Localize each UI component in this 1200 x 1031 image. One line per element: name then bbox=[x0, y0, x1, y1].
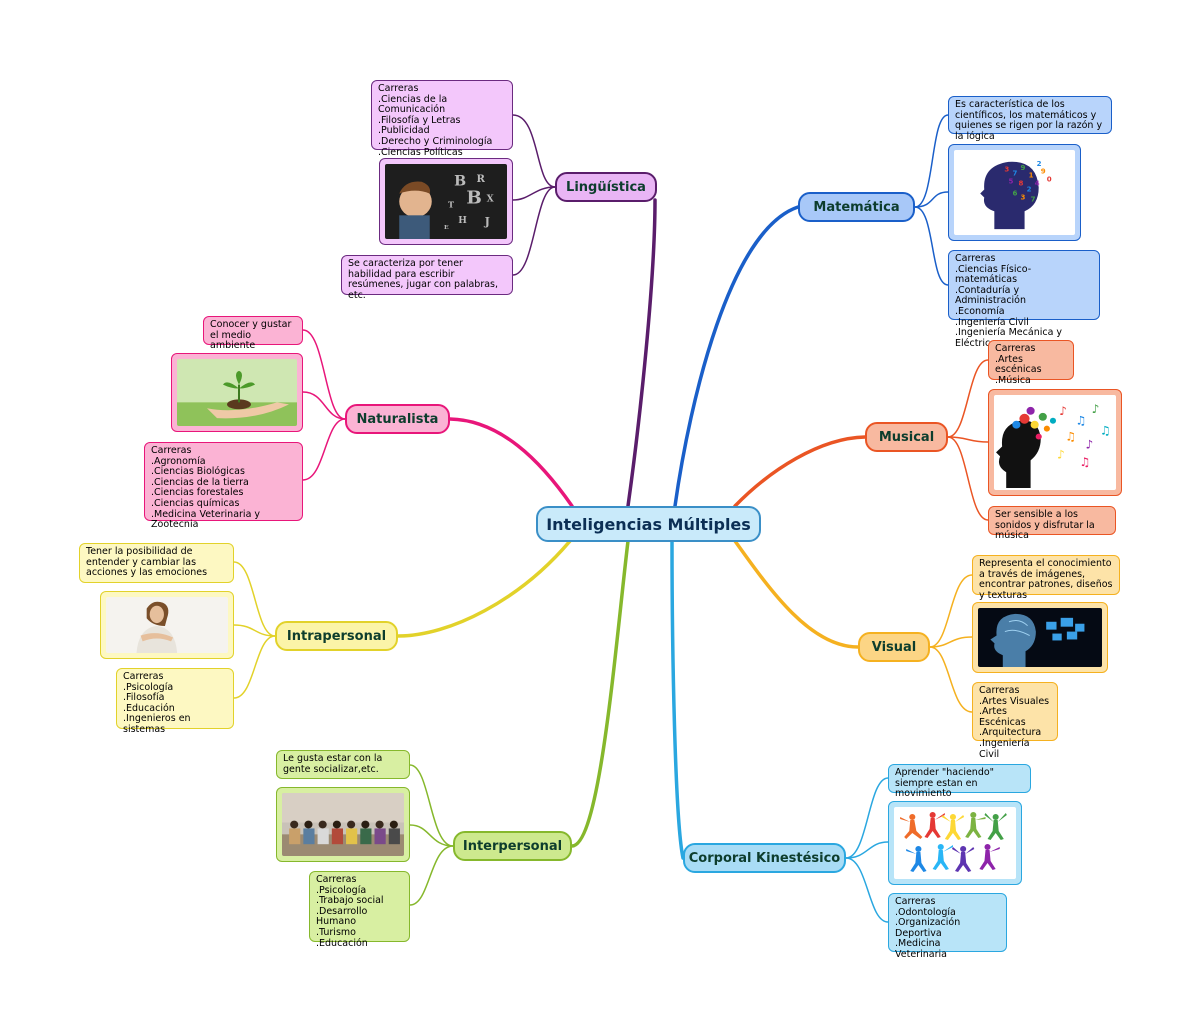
interpersonal-image-box bbox=[276, 787, 410, 862]
svg-text:♪: ♪ bbox=[1059, 404, 1067, 418]
central-topic[interactable]: Inteligencias Múltiples bbox=[536, 506, 761, 542]
visual-image-box bbox=[972, 602, 1108, 673]
musical-image-box: ♪♫ ♪♫ ♪♫ ♪♫ bbox=[988, 389, 1122, 496]
topic-linguistica[interactable]: Lingüística bbox=[555, 172, 657, 202]
svg-text:8: 8 bbox=[1019, 180, 1024, 188]
svg-text:0: 0 bbox=[1047, 176, 1052, 184]
woman-hugging-herself-image bbox=[106, 597, 228, 653]
topic-kinestesico[interactable]: Corporal Kinestésico bbox=[683, 843, 846, 873]
linguistica-carreras: Carreras .Ciencias de la Comunicación .F… bbox=[371, 80, 513, 157]
svg-text:7: 7 bbox=[1012, 170, 1017, 178]
linguistica-description: Se caracteriza por tener habilidad para … bbox=[341, 255, 513, 301]
musical-carreras: Carreras .Artes escénicas .Música bbox=[988, 340, 1074, 386]
svg-text:9: 9 bbox=[1041, 168, 1046, 176]
svg-text:♫: ♫ bbox=[1079, 455, 1090, 469]
svg-text:B: B bbox=[454, 174, 466, 190]
branch-line-visual bbox=[733, 539, 860, 649]
topic-musical[interactable]: Musical bbox=[865, 422, 948, 452]
svg-text:♪: ♪ bbox=[1057, 447, 1065, 461]
topic-interpersonal[interactable]: Interpersonal bbox=[453, 831, 572, 861]
branch-line-kinestesico bbox=[670, 539, 685, 860]
musical-description: Ser sensible a los sonidos y disfrutar l… bbox=[988, 506, 1116, 541]
svg-text:B: B bbox=[466, 188, 481, 209]
kinestesico-image-box bbox=[888, 801, 1022, 885]
svg-text:1: 1 bbox=[1029, 172, 1034, 180]
svg-text:♪: ♪ bbox=[1092, 402, 1100, 416]
branch-line-musical bbox=[733, 435, 867, 508]
matematica-carreras: Carreras .Ciencias Físico-matemáticas .C… bbox=[948, 250, 1100, 349]
kinestesico-carreras: Carreras .Odontología .Organización Depo… bbox=[888, 893, 1007, 960]
interpersonal-description: Le gusta estar con la gente socializar,e… bbox=[276, 750, 410, 779]
svg-text:7: 7 bbox=[1031, 195, 1036, 203]
svg-text:9: 9 bbox=[1021, 164, 1026, 172]
branch-line-intrapersonal bbox=[396, 539, 572, 638]
visual-description: Representa el conocimiento a través de i… bbox=[972, 555, 1120, 601]
naturalista-image-box bbox=[171, 353, 303, 432]
digital-head-image bbox=[978, 608, 1102, 667]
kinestesico-description: Aprender "haciendo" siempre estan en mov… bbox=[888, 764, 1031, 799]
svg-text:J: J bbox=[484, 215, 490, 228]
svg-text:X: X bbox=[487, 195, 494, 205]
intrapersonal-image-box bbox=[100, 591, 234, 659]
dancing-silhouettes-image bbox=[894, 807, 1016, 879]
svg-text:3: 3 bbox=[1004, 166, 1009, 174]
hand-holding-plant-image bbox=[177, 359, 297, 426]
svg-text:R: R bbox=[477, 174, 486, 185]
topic-visual[interactable]: Visual bbox=[858, 632, 930, 662]
interpersonal-carreras: Carreras .Psicología .Trabajo social .De… bbox=[309, 871, 410, 948]
branch-line-linguistica bbox=[626, 198, 657, 508]
svg-text:♪: ♪ bbox=[1086, 438, 1094, 452]
svg-text:H: H bbox=[458, 216, 467, 226]
topic-naturalista[interactable]: Naturalista bbox=[345, 404, 450, 434]
visual-carreras: Carreras .Artes Visuales .Artes Escénica… bbox=[972, 682, 1058, 759]
matematica-description: Es característica de los científicos, lo… bbox=[948, 96, 1112, 142]
svg-text:6: 6 bbox=[1012, 190, 1017, 198]
topic-matematica[interactable]: Matemática bbox=[798, 192, 915, 222]
naturalista-carreras: Carreras .Agronomía .Ciencias Biológicas… bbox=[144, 442, 303, 530]
group-of-friends-image bbox=[282, 793, 404, 856]
svg-text:4: 4 bbox=[1035, 180, 1040, 188]
svg-text:♫: ♫ bbox=[1100, 424, 1111, 438]
head-with-music-notes-image: ♪♫ ♪♫ ♪♫ ♪♫ bbox=[994, 395, 1116, 490]
intrapersonal-carreras: Carreras .Psicología .Filosofía .Educaci… bbox=[116, 668, 234, 735]
svg-text:♫: ♫ bbox=[1065, 430, 1076, 444]
svg-text:T: T bbox=[448, 200, 454, 210]
intrapersonal-description: Tener la posibilidad de entender y cambi… bbox=[79, 543, 234, 583]
svg-text:2: 2 bbox=[1027, 186, 1032, 194]
branch-line-matematica bbox=[673, 205, 800, 508]
svg-text:E: E bbox=[444, 224, 449, 231]
topic-intrapersonal[interactable]: Intrapersonal bbox=[275, 621, 398, 651]
branch-line-naturalista bbox=[448, 417, 574, 508]
naturalista-description: Conocer y gustar el medio ambiente bbox=[203, 316, 303, 351]
svg-text:2: 2 bbox=[1037, 160, 1042, 168]
svg-text:5: 5 bbox=[1008, 178, 1013, 186]
branch-line-interpersonal bbox=[570, 539, 630, 848]
svg-text:3: 3 bbox=[1021, 193, 1026, 201]
svg-text:♫: ♫ bbox=[1075, 414, 1086, 428]
